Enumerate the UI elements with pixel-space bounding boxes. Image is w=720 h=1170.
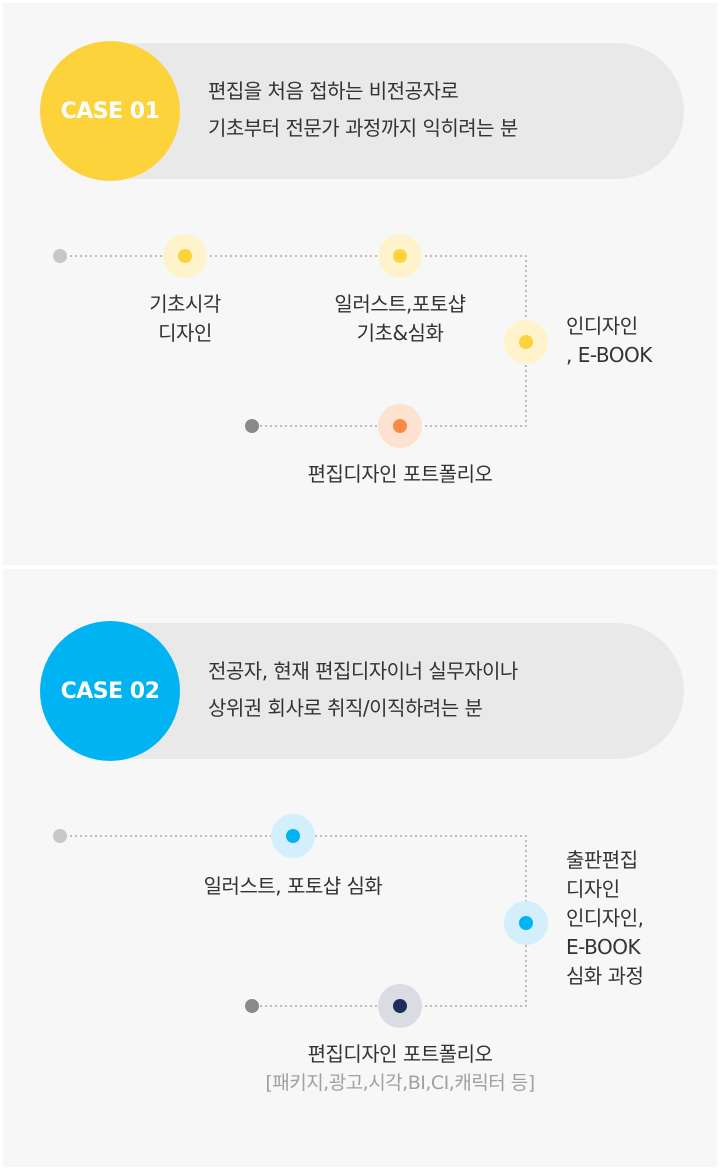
step2-publishing-label: 출판편집 디자인 인디자인, E-BOOK 심화 과정 [566, 846, 644, 991]
step2-portfolio-dot [393, 999, 407, 1013]
case-02-description-line-1: 전공자, 현재 편집디자이너 실무자이나 [208, 659, 518, 683]
step-indesign-dot [519, 335, 533, 349]
step-illust-dot [393, 249, 407, 263]
step2-publishing-label-line-4: E-BOOK [566, 935, 641, 959]
case-02-badge: CASE 02 [40, 621, 180, 761]
step-indesign-label: 인디자인 , E-BOOK [566, 312, 652, 370]
step-portfolio-label: 편집디자인 포트폴리오 [308, 460, 493, 489]
case-02-start-dot [53, 829, 67, 843]
case-01-badge: CASE 01 [40, 41, 180, 181]
case-01-end-dot [245, 419, 259, 433]
step-indesign-label-line-1: 인디자인 [566, 314, 638, 338]
step-portfolio-dot [393, 419, 407, 433]
step2-portfolio-label-line-1: 편집디자인 포트폴리오 [307, 1042, 493, 1066]
step2-publishing-label-line-1: 출판편집 [566, 848, 638, 872]
step-portfolio-label-line-1: 편집디자인 포트폴리오 [307, 462, 493, 486]
case-02-description: 전공자, 현재 편집디자이너 실무자이나 상위권 회사로 취직/이직하려는 분 [208, 653, 518, 727]
case-02-path [60, 835, 527, 1007]
step-illust-label-line-2: 기초&심화 [356, 321, 444, 345]
step-basic-dot [178, 249, 192, 263]
case-01-description-line-1: 편집을 처음 접하는 비전공자로 [208, 79, 459, 103]
step2-portfolio-label: 편집디자인 포트폴리오 [패키지,광고,시각,BI,CI,캐릭터 등] [265, 1040, 535, 1098]
case-01-start-dot [53, 249, 67, 263]
step-indesign-label-line-2: , E-BOOK [566, 343, 652, 367]
step2-illust-dot [286, 829, 300, 843]
section-divider [3, 566, 717, 568]
case-01-description-line-2: 기초부터 전문가 과정까지 익히려는 분 [208, 116, 518, 140]
case-01-description-pill: CASE 01 편집을 처음 접하는 비전공자로 기초부터 전문가 과정까지 익… [40, 41, 684, 181]
step2-portfolio-sublabel: [패키지,광고,시각,BI,CI,캐릭터 등] [265, 1072, 535, 1094]
step-illust-label: 일러스트,포토샵 기초&심화 [334, 290, 466, 348]
case-02-end-dot [245, 999, 259, 1013]
case-02-description-line-2: 상위권 회사로 취직/이직하려는 분 [208, 696, 483, 720]
step2-publishing-label-line-5: 심화 과정 [566, 964, 644, 988]
step-basic-label-line-2: 디자인 [158, 321, 212, 345]
case-02-description-pill: CASE 02 전공자, 현재 편집디자이너 실무자이나 상위권 회사로 취직/… [40, 621, 684, 761]
step2-illust-label-line-1: 일러스트, 포토샵 심화 [203, 874, 383, 898]
step-illust-label-line-1: 일러스트,포토샵 [334, 292, 466, 316]
step2-publishing-label-line-2: 디자인 [566, 877, 620, 901]
step2-publishing-dot [519, 916, 533, 930]
step-basic-label: 기초시각 디자인 [149, 290, 221, 348]
step2-publishing-label-line-3: 인디자인, [566, 906, 644, 930]
step2-illust-label: 일러스트, 포토샵 심화 [204, 872, 383, 901]
step-basic-label-line-1: 기초시각 [149, 292, 221, 316]
case-01-description: 편집을 처음 접하는 비전공자로 기초부터 전문가 과정까지 익히려는 분 [208, 73, 518, 147]
